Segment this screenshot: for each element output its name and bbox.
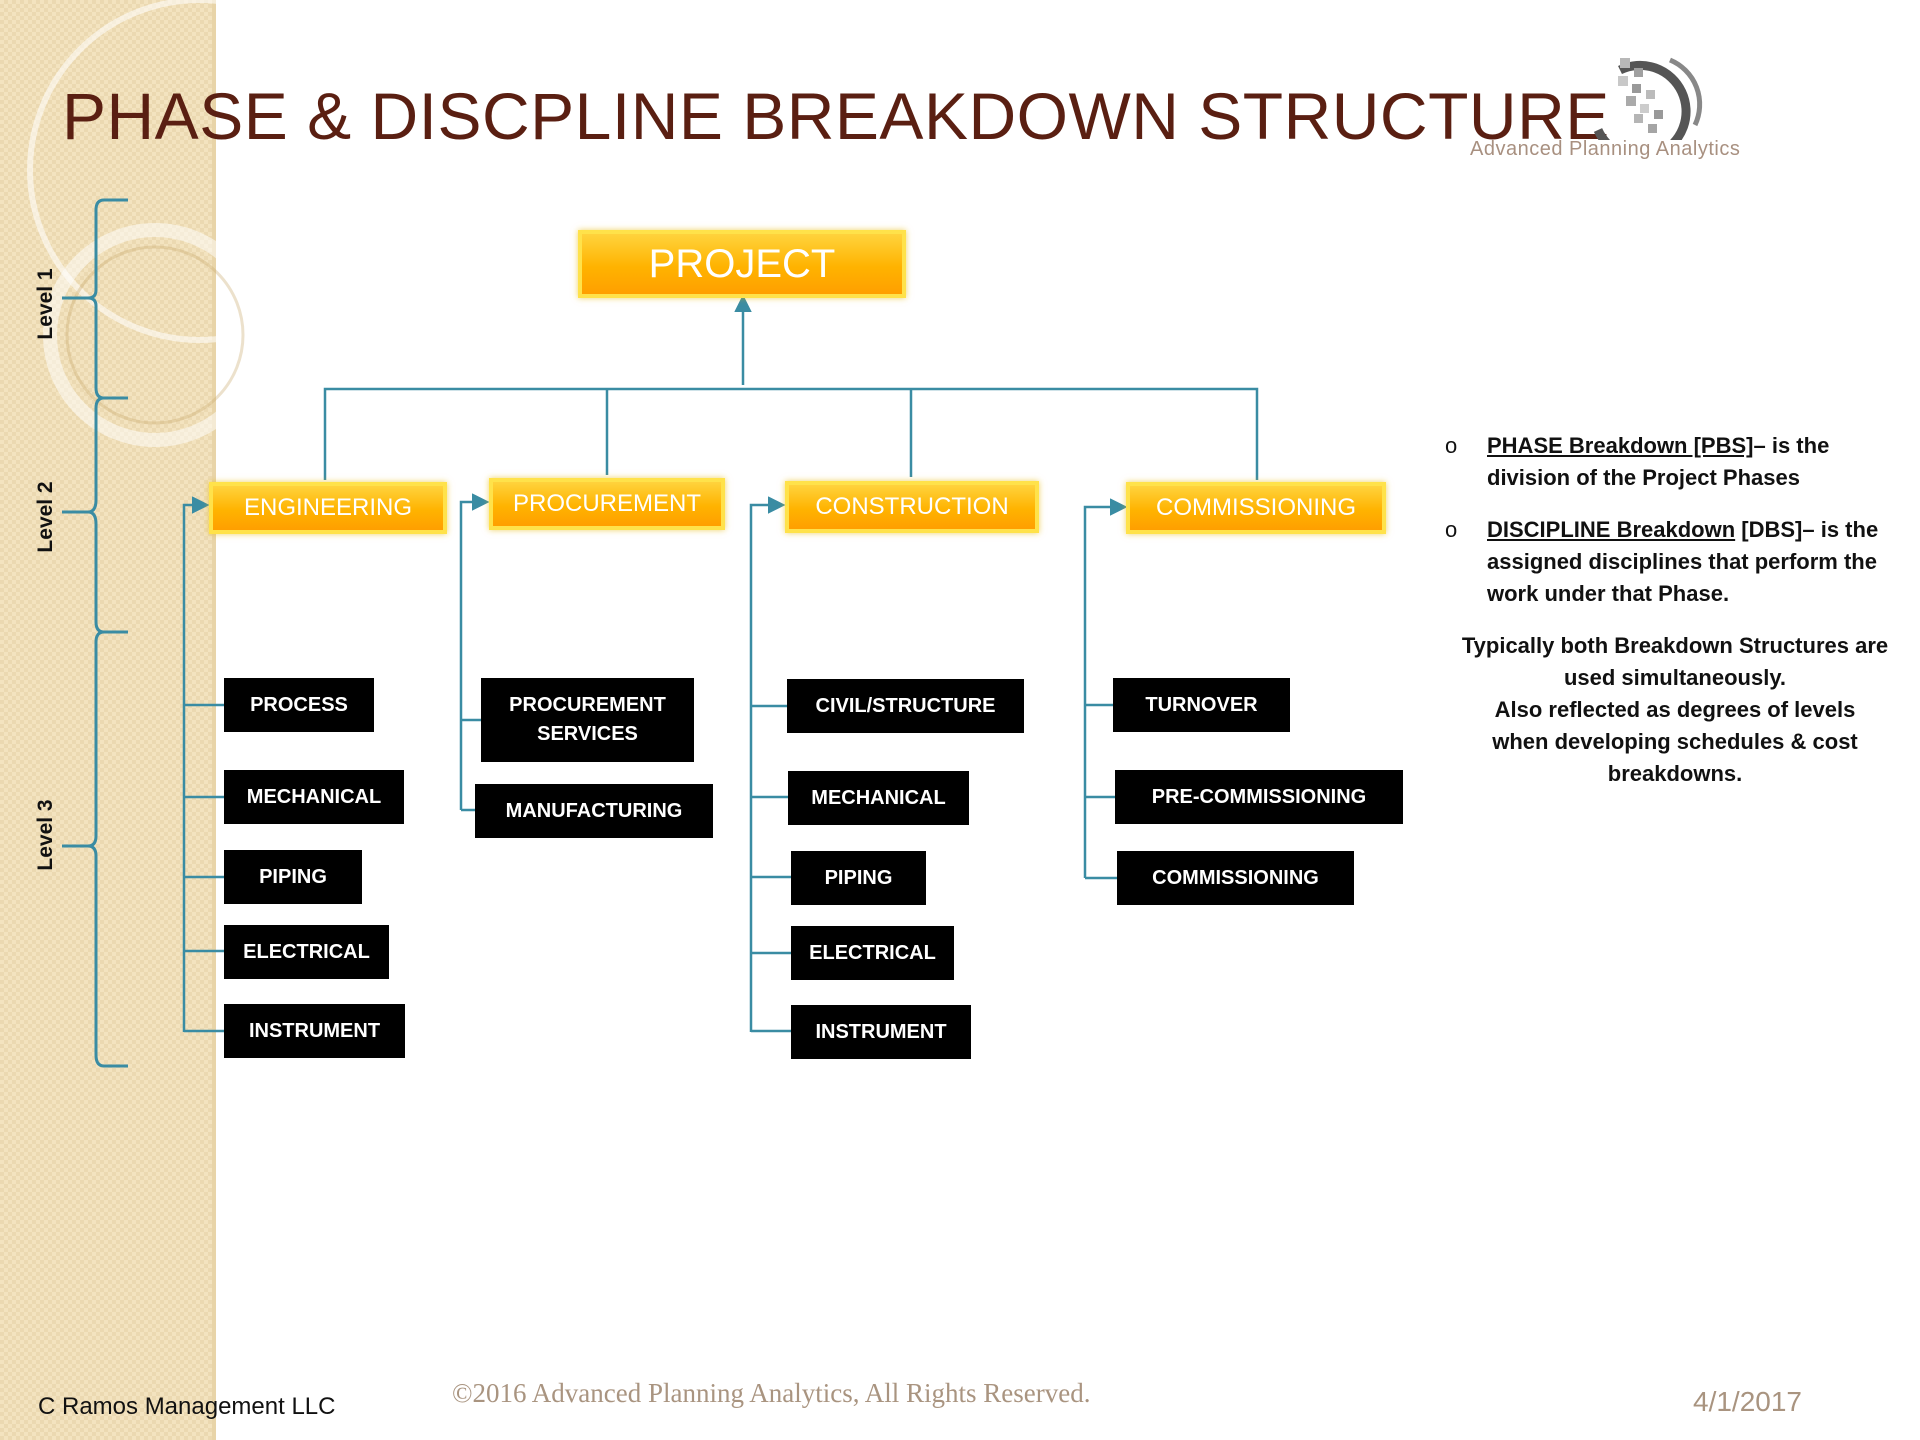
dbs-definition: o DISCIPLINE Breakdown [DBS]– is the ass… (1445, 514, 1905, 610)
discipline-node: PROCESS (224, 678, 374, 732)
dbs-term: DISCIPLINE Breakdown (1487, 517, 1736, 542)
phase-label: CONSTRUCTION (815, 493, 1009, 520)
decorative-rings (27, 0, 320, 447)
page-title: PHASE & DISCPLINE BREAKDOWN STRUCTURE (62, 79, 1610, 153)
slide-date: 4/1/2017 (1693, 1386, 1802, 1417)
project-node: PROJECT (578, 230, 906, 298)
discipline-node: PRE-COMMISSIONING (1115, 770, 1403, 824)
bullet-icon: o (1445, 433, 1458, 458)
project-label: PROJECT (648, 242, 836, 286)
discipline-node: MECHANICAL (788, 771, 969, 825)
definitions-panel: o PHASE Breakdown [PBS]– is the division… (1445, 430, 1905, 790)
discipline-node: CIVIL/STRUCTURE (787, 679, 1024, 733)
logo-icon (1593, 57, 1703, 140)
pbs-definition: o PHASE Breakdown [PBS]– is the division… (1445, 430, 1905, 494)
phase-procurement: PROCUREMENT (489, 478, 725, 530)
company-name: C Ramos Management LLC (38, 1393, 336, 1420)
pbs-term: PHASE Breakdown [PBS] (1487, 433, 1754, 458)
dbs-bracket: [DBS] (1735, 517, 1803, 542)
discipline-node: PIPING (791, 851, 926, 905)
summary-1: Typically both Breakdown Structures are … (1461, 633, 1889, 690)
summary-2: Also reflected as degrees of levels when… (1492, 697, 1858, 786)
discipline-node: ELECTRICAL (224, 925, 389, 979)
pbs-text: – is the division of the Project Phases (1487, 433, 1830, 490)
copyright-notice: ©2016 Advanced Planning Analytics, All R… (452, 1378, 1091, 1408)
discipline-node: COMMISSIONING (1117, 851, 1354, 905)
level-brackets (62, 198, 128, 1068)
discipline-node: MANUFACTURING (475, 784, 713, 838)
sidebar-edge (212, 0, 216, 1440)
discipline-node: PROCUREMENT SERVICES (481, 678, 694, 762)
phase-label: COMMISSIONING (1155, 494, 1356, 521)
dbs-text: – is the assigned disciplines that perfo… (1487, 517, 1879, 606)
discipline-node: ELECTRICAL (791, 926, 954, 980)
discipline-node: TURNOVER (1113, 678, 1290, 732)
phase-engineering: ENGINEERING (209, 482, 447, 534)
discipline-node: INSTRUMENT (224, 1004, 405, 1058)
brand-logo: Advanced Planning Analytics (1470, 40, 1840, 170)
discipline-node: INSTRUMENT (791, 1005, 971, 1059)
logo-text: Advanced Planning Analytics (1470, 138, 1741, 160)
discipline-node: PIPING (224, 850, 362, 904)
phase-label: ENGINEERING (243, 494, 413, 521)
tree-connectors (182, 294, 1259, 1033)
phase-commissioning: COMMISSIONING (1126, 482, 1386, 534)
bullet-icon: o (1445, 517, 1458, 542)
phase-label: PROCUREMENT (512, 490, 701, 517)
phase-construction: CONSTRUCTION (785, 481, 1039, 533)
discipline-node: MECHANICAL (224, 770, 404, 824)
